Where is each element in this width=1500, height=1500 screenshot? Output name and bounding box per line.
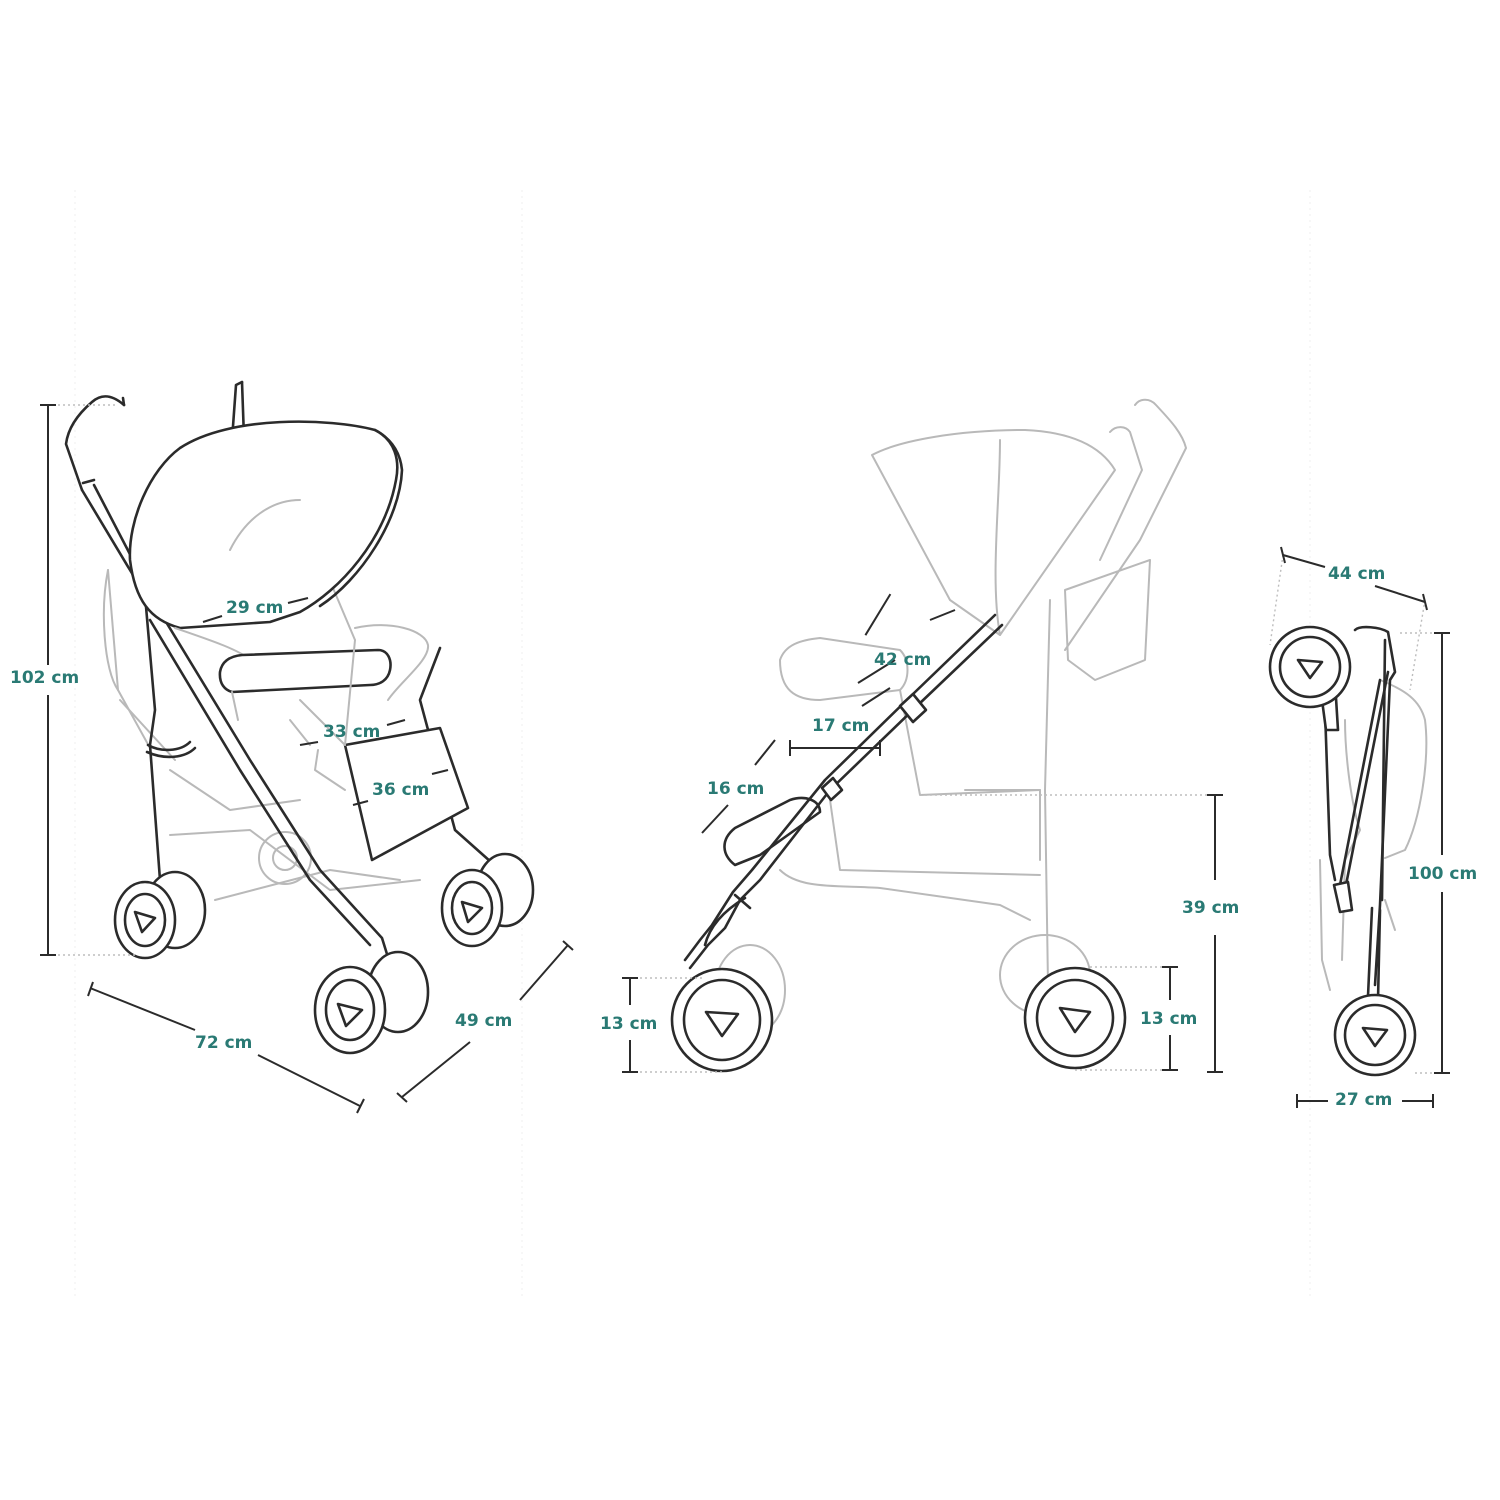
background-guides: [74, 190, 1311, 1300]
stroller-folded-view: [1268, 625, 1428, 1077]
leg-rest-label: 16 cm: [707, 779, 765, 799]
rear-wheel-left: [313, 950, 430, 1055]
front-view-dimension-lines: [40, 404, 574, 1114]
folded-handle: [1353, 625, 1397, 987]
rear-wheel-right: [440, 852, 535, 948]
front-wheel-label: 13 cm: [600, 1014, 658, 1034]
stroller-side-background-parts: [714, 398, 1187, 1036]
canopy-width-label: 29 cm: [226, 598, 284, 618]
seat-width-label: 33 cm: [323, 722, 381, 742]
rear-wheel-label: 13 cm: [1140, 1009, 1198, 1029]
stroller-folded-background-parts: [1319, 679, 1428, 991]
folded-length-label: 44 cm: [1328, 564, 1386, 584]
right-frame: [158, 610, 397, 982]
front-height-label: 102 cm: [10, 668, 80, 688]
stroller-front-view: [64, 380, 535, 1055]
side-front-wheel: [670, 967, 774, 1073]
left-handle: [64, 395, 126, 492]
front-length-label: 72 cm: [195, 1033, 253, 1053]
footrest: [343, 726, 470, 862]
seat-depth-label: 17 cm: [812, 716, 870, 736]
stroller-side-view: [670, 398, 1187, 1073]
footrest-width-label: 36 cm: [372, 780, 430, 800]
left-frame: [80, 488, 162, 882]
canopy: [128, 420, 399, 630]
folded-width-label: 27 cm: [1335, 1090, 1393, 1110]
folded-bottom-wheel: [1333, 993, 1417, 1077]
front-width-label: 49 cm: [455, 1011, 513, 1031]
folded-height-label: 100 cm: [1408, 864, 1478, 884]
folded-view-dimension-lines: [1269, 546, 1450, 1108]
side-frame-front: [688, 623, 1004, 970]
front-wheel-left: [113, 870, 207, 960]
bumper-bar: [218, 648, 392, 694]
leg-rest: [723, 796, 822, 867]
side-view-dimension-lines: [622, 593, 1223, 1073]
side-rear-wheel: [1023, 966, 1127, 1070]
folded-top-wheel: [1268, 625, 1352, 709]
backrest-height-label: 42 cm: [874, 650, 932, 670]
seat-height-label: 39 cm: [1182, 898, 1240, 918]
